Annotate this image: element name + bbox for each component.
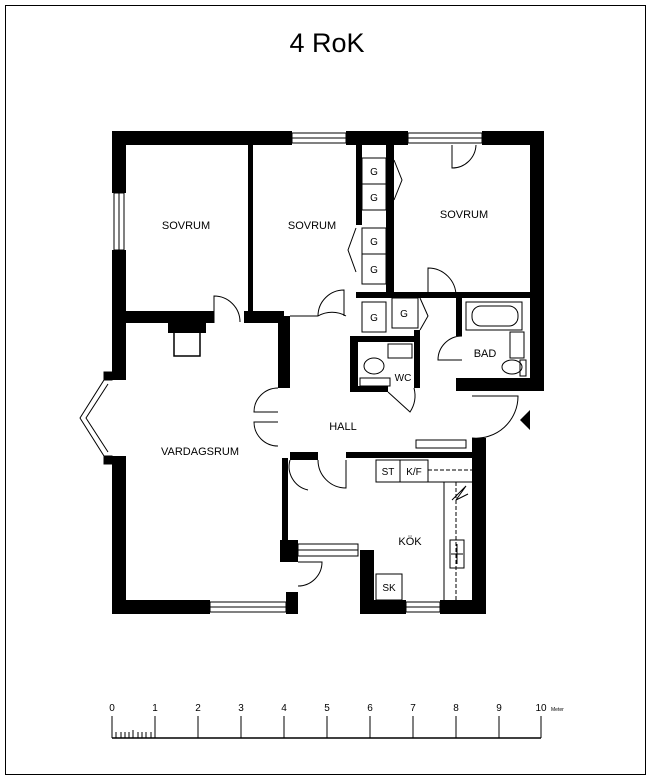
wc-fixtures: [359, 343, 413, 387]
room-label-bad: BAD: [474, 348, 497, 360]
doors: [213, 144, 519, 587]
room-label-wc: WC: [395, 373, 412, 384]
exterior-walls: [112, 131, 544, 614]
scale-tick-0: 0: [109, 703, 115, 714]
scale-tick-8: 8: [453, 703, 459, 714]
scale-unit: Meter: [551, 707, 564, 713]
drawing-frame: [5, 5, 646, 775]
fireplace: [173, 331, 201, 357]
interior-walls: [112, 145, 530, 540]
room-label-hall: HALL: [329, 421, 357, 433]
scale-tick-10: 10: [535, 703, 547, 714]
hall-shelf: [415, 439, 467, 449]
closets: [361, 157, 419, 333]
closet-label-g1: G: [370, 167, 378, 178]
bath-fixtures: [465, 301, 527, 377]
scale-tick-1: 1: [152, 703, 158, 714]
room-label-kok: KÖK: [398, 536, 422, 548]
scale-tick-4: 4: [281, 703, 287, 714]
scale-tick-7: 7: [410, 703, 416, 714]
closet-label-g3: G: [370, 237, 378, 248]
scale-tick-3: 3: [238, 703, 244, 714]
closet-label-g4: G: [370, 265, 378, 276]
room-label-vardagsrum: VARDAGSRUM: [161, 446, 239, 458]
entrance-marker-icon: [520, 410, 530, 430]
fixture-label-kf: K/F: [406, 467, 422, 478]
scale-tick-9: 9: [496, 703, 502, 714]
scale-tick-2: 2: [195, 703, 201, 714]
bay-window: [79, 371, 113, 465]
closet-label-g2: G: [370, 193, 378, 204]
fixture-label-sk: SK: [382, 583, 396, 594]
plan-title: 4 RoK: [289, 28, 365, 58]
scale-tick-6: 6: [367, 703, 373, 714]
windows: [113, 132, 483, 613]
scale-bar: 0 1 2 3 4 5 6 7 8 9 10 Meter: [109, 703, 564, 739]
closet-label-g5: G: [370, 313, 378, 324]
fireplace-top: [168, 323, 206, 333]
fixture-label-st: ST: [382, 467, 395, 478]
closet-label-g6: G: [400, 309, 408, 320]
room-label-sovrum-right: SOVRUM: [440, 209, 488, 221]
kitchen-fixtures: [375, 459, 472, 601]
room-label-sovrum-left: SOVRUM: [162, 220, 210, 232]
scale-tick-5: 5: [324, 703, 330, 714]
room-label-sovrum-mid: SOVRUM: [288, 220, 336, 232]
